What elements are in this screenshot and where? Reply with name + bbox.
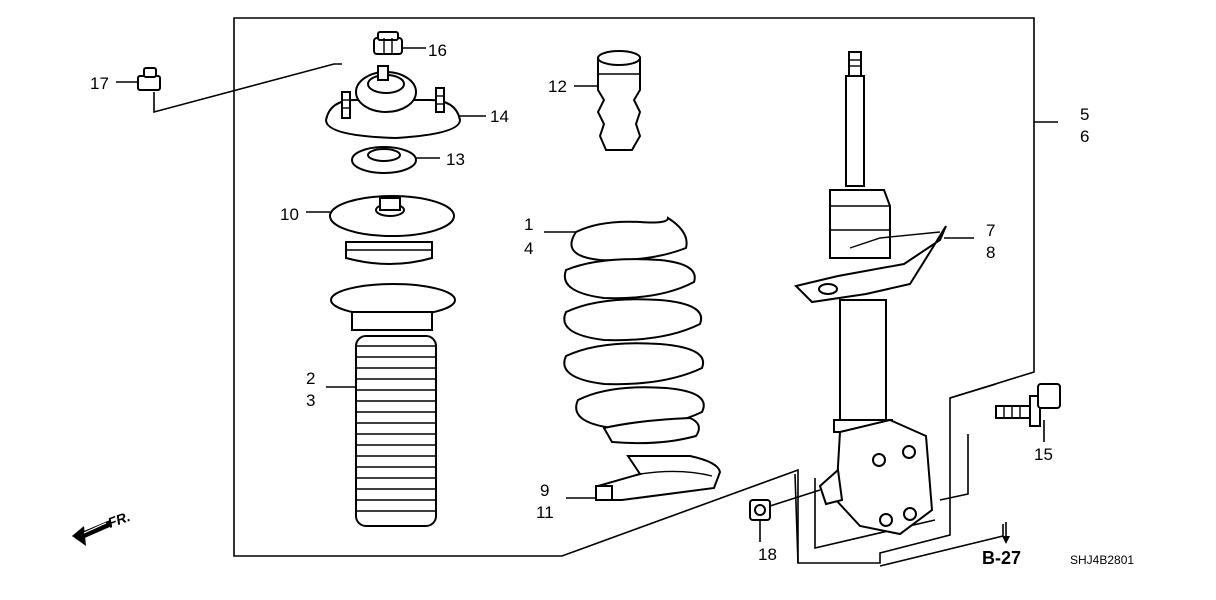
reference-label: B-27 bbox=[982, 548, 1021, 568]
part-17-flange-nut bbox=[137, 67, 161, 91]
label-3: 3 bbox=[306, 391, 315, 410]
part-18-nut bbox=[749, 499, 771, 521]
label-11: 11 bbox=[536, 503, 554, 522]
assembly-frame bbox=[233, 17, 1035, 564]
label-4: 4 bbox=[524, 239, 533, 258]
part-2-3-dust-boot bbox=[330, 283, 456, 527]
label-6: 6 bbox=[1080, 127, 1089, 146]
label-17: 17 bbox=[90, 74, 109, 93]
part-7-8-spring-seat-bracket bbox=[794, 225, 947, 304]
label-13: 13 bbox=[446, 150, 465, 169]
label-1: 1 bbox=[524, 215, 533, 234]
label-5: 5 bbox=[1080, 105, 1089, 124]
part-16-self-locking-nut bbox=[373, 31, 403, 55]
label-7: 7 bbox=[986, 221, 995, 240]
strut-knuckle-bracket bbox=[818, 418, 934, 536]
label-9: 9 bbox=[540, 481, 549, 500]
label-10: 10 bbox=[280, 205, 299, 224]
part-1-4-coil-spring bbox=[563, 216, 705, 445]
label-8: 8 bbox=[986, 243, 995, 262]
label-2: 2 bbox=[306, 369, 315, 388]
front-arrow-icon bbox=[72, 520, 112, 546]
label-14: 14 bbox=[490, 107, 509, 126]
label-12: 12 bbox=[548, 77, 567, 96]
part-15-flange-bolt bbox=[995, 383, 1061, 427]
label-18: 18 bbox=[758, 545, 777, 564]
part-14-upper-mount bbox=[324, 65, 462, 140]
diagram-code: SHJ4B2801 bbox=[1070, 553, 1134, 567]
part-5-6-shock-absorber bbox=[829, 51, 893, 433]
front-label: FR. bbox=[106, 508, 133, 531]
label-16: 16 bbox=[428, 41, 447, 60]
reference-arrow bbox=[1002, 522, 1010, 544]
part-10-spring-seat bbox=[329, 195, 455, 265]
label-15: 15 bbox=[1034, 445, 1053, 464]
bracket-outline bbox=[794, 434, 1004, 567]
part-9-11-lower-seat bbox=[595, 455, 722, 501]
part-13-bearing bbox=[351, 146, 417, 174]
part-12-bump-stop bbox=[596, 50, 642, 151]
